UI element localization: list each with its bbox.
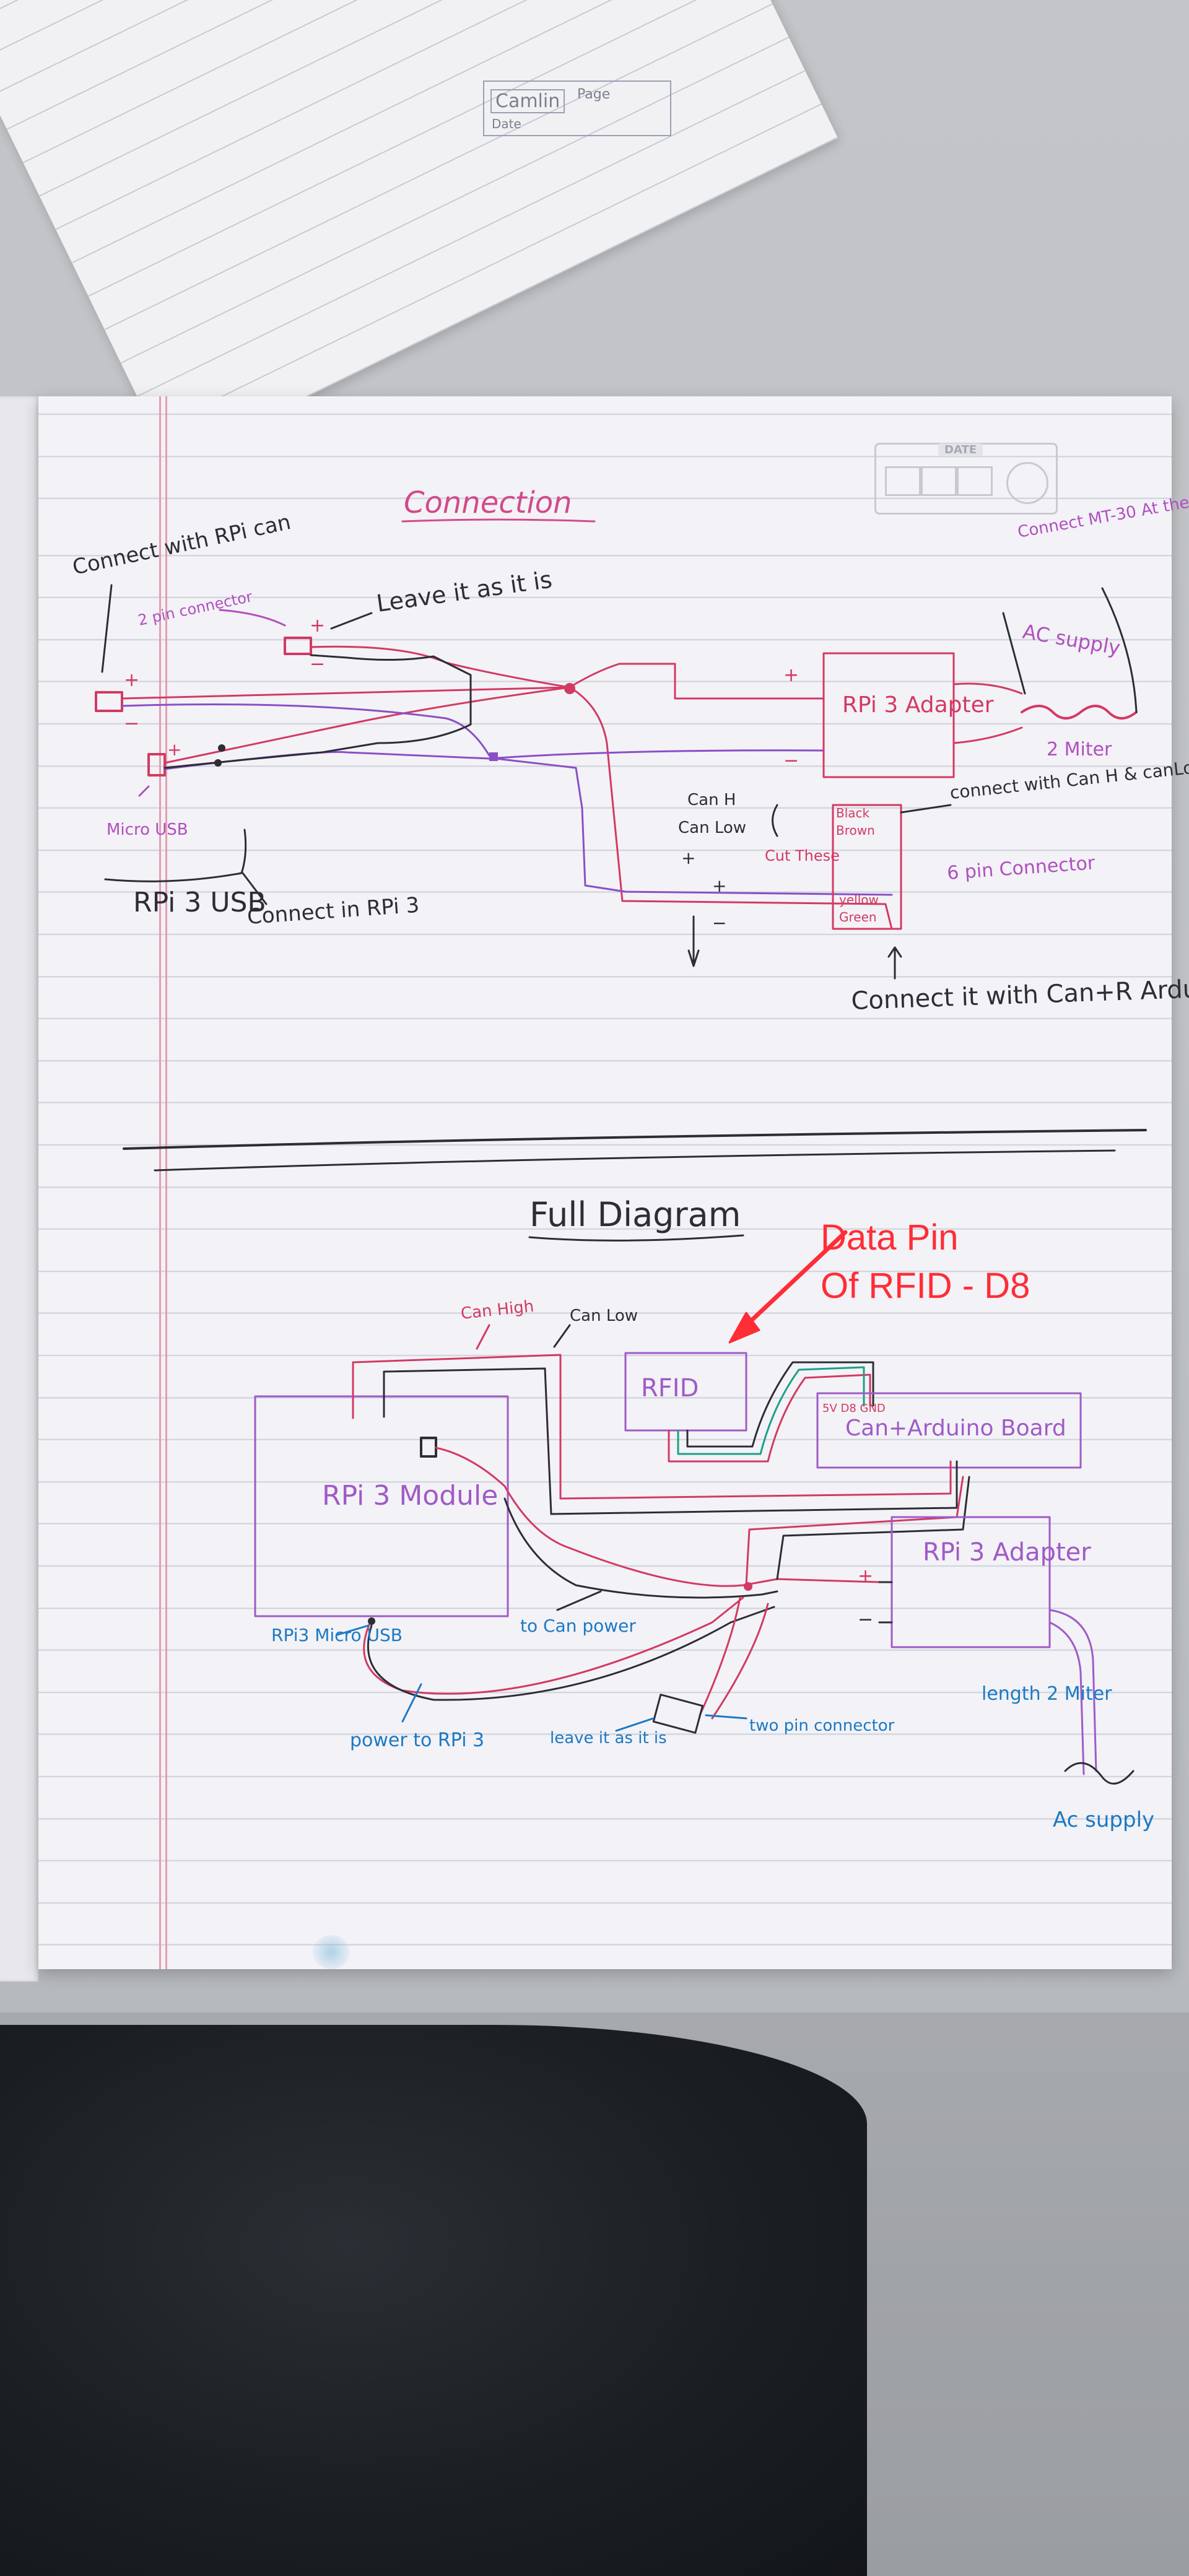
connection-title: Connection — [404, 485, 572, 520]
svg-text:+: + — [681, 848, 695, 868]
pointer-arrow — [330, 612, 373, 630]
camlin-page-label: Page — [577, 87, 611, 102]
annotation-line-2: Of RFID - D8 — [821, 1266, 1030, 1306]
date-box-label: DATE — [938, 443, 983, 456]
ac-supply-label-bottom: Ac supply — [1053, 1808, 1154, 1832]
connect-mt30-label: Connect MT-30 At the End — [1016, 487, 1189, 542]
pointer-arrow — [219, 609, 286, 627]
margin-line — [165, 396, 167, 1969]
black-wire-label: Black — [836, 806, 870, 820]
connect-in-rpi3-label: Connect in RPi 3 — [246, 893, 420, 929]
two-pin-connector-label-bottom: two pin connector — [749, 1717, 895, 1735]
date-box: DATE — [874, 443, 1058, 515]
svg-text:−: − — [858, 1609, 873, 1630]
rpi3-usb-label: RPi 3 USB — [133, 887, 266, 918]
leave-as-is-label-bottom: leave it as it is — [550, 1729, 667, 1747]
svg-text:+: + — [124, 669, 139, 691]
date-cell — [885, 466, 921, 496]
power-to-rpi3-label: power to RPi 3 — [350, 1730, 484, 1751]
leave-as-is-label: Leave it as it is — [375, 566, 554, 617]
annotation-line-1: Data Pin — [821, 1217, 959, 1258]
svg-text:−: − — [712, 913, 726, 933]
arduino-board-label: Can+Arduino Board — [845, 1416, 1066, 1441]
svg-text:−: − — [310, 653, 325, 675]
svg-text:+: + — [858, 1565, 873, 1587]
can-low-label: Can Low — [678, 819, 746, 837]
six-pin-connector-box — [832, 804, 902, 930]
rpi3-adapter-label-bottom: RPi 3 Adapter — [923, 1538, 1091, 1567]
data-pin-annotation: Data Pin Of RFID - D8 — [821, 1214, 1105, 1310]
pointer-arrow — [101, 584, 113, 673]
rfid-box — [624, 1352, 747, 1432]
pin-labels: 5V D8 GND — [822, 1402, 886, 1415]
length-two-meter-label: length 2 Miter — [982, 1683, 1112, 1705]
svg-text:−: − — [124, 713, 139, 734]
annotation-arrow — [741, 1230, 848, 1331]
notebook-page: DATE — [38, 396, 1172, 1969]
two-pin-connector-box — [652, 1694, 704, 1734]
camlin-logo: Camlin — [490, 89, 565, 113]
date-cell — [957, 466, 993, 496]
six-pin-connector-label: 6 pin Connector — [946, 852, 1096, 884]
cut-these-label: Cut These — [765, 847, 840, 864]
connect-arduino-label: Connect it with Can+R Arduino board — [851, 971, 1189, 1016]
to-can-power-label: to Can power — [520, 1616, 636, 1636]
connector-box — [147, 753, 166, 777]
camlin-header-box: Camlin Page Date — [483, 80, 671, 136]
micro-usb-label: Micro USB — [107, 820, 188, 839]
yellow-wire-label: yellow — [839, 892, 879, 907]
rpi3-module-label: RPi 3 Module — [322, 1480, 498, 1512]
two-pin-connector-label: 2 pin connector — [136, 588, 254, 629]
dark-cloth — [0, 2025, 867, 2576]
green-wire-label: Green — [839, 910, 877, 925]
can-low-label-bottom: Can Low — [570, 1307, 638, 1325]
svg-text:+: + — [712, 876, 726, 896]
rpi-adapter-box-top — [822, 652, 955, 778]
notebook-left-edge — [0, 396, 38, 1982]
rfid-label: RFID — [641, 1374, 699, 1403]
date-cell — [921, 466, 957, 496]
svg-text:+: + — [310, 615, 325, 637]
rpi-adapter-label-top: RPi 3 Adapter — [842, 692, 994, 718]
connect-rpi-can-label: Connect with RPi can — [71, 510, 294, 580]
connector-box — [284, 637, 312, 655]
arduino-board-box — [816, 1392, 1082, 1469]
ink-stain — [313, 1935, 350, 1969]
brown-wire-label: Brown — [836, 823, 875, 838]
full-diagram-title: Full Diagram — [529, 1195, 741, 1234]
title-underline — [401, 518, 596, 523]
svg-text:+: + — [783, 664, 799, 686]
svg-text:+: + — [167, 739, 181, 760]
camlin-date-label: Date — [492, 116, 521, 131]
can-h-label: Can H — [687, 791, 736, 809]
can-high-label: Can High — [460, 1297, 535, 1323]
two-meter-label-top: 2 Miter — [1047, 739, 1112, 760]
rpi3-adapter-box-bottom — [891, 1516, 1051, 1648]
section-divider — [123, 1129, 1147, 1150]
date-dial — [1006, 462, 1048, 504]
svg-text:−: − — [783, 750, 799, 772]
ac-supply-label-top: AC supply — [1021, 619, 1122, 659]
connector-box — [95, 691, 123, 712]
margin-line — [159, 396, 161, 1969]
